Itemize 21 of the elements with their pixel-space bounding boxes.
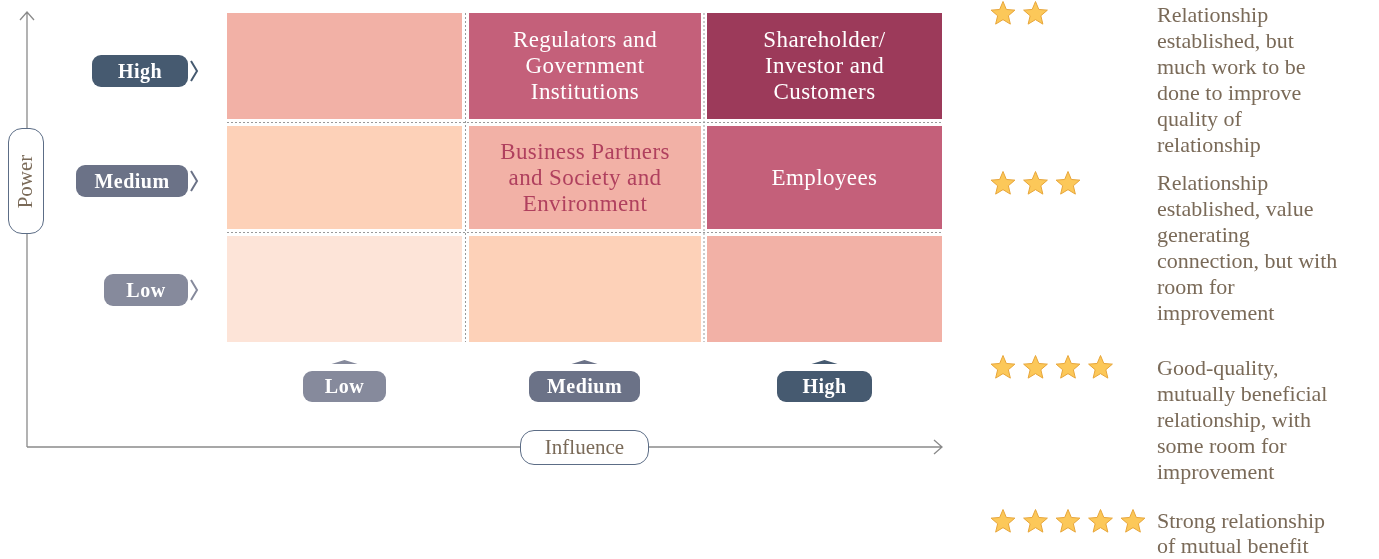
rating-description: Good-quality, mutually beneficial relationship, with some room for improvement (1157, 355, 1329, 485)
matrix-cell: Shareholder/ Investor and Customers (707, 13, 942, 119)
axis-label: Power (8, 128, 44, 234)
level-tab: Medium (529, 371, 640, 402)
matrix-cell (227, 126, 462, 229)
matrix-cell: Business Partners and Society and Environment (469, 126, 701, 229)
matrix-cell (227, 236, 462, 342)
level-tab: High (777, 371, 872, 402)
matrix-cell (469, 236, 701, 342)
level-tab: High (92, 55, 188, 87)
matrix-cell: Employees (707, 126, 942, 229)
level-tab: Low (303, 371, 386, 402)
matrix-cell: Regulators and Government Institutions (469, 13, 701, 119)
axis-label: Influence (520, 430, 649, 465)
rating-description: Relationship established, but much work to be done to improve quality of relationship (1157, 2, 1307, 158)
rating-description: Relationship established, value generating connection, but with room for improvement (1157, 170, 1339, 326)
matrix-cell (227, 13, 462, 119)
matrix-cell (707, 236, 942, 342)
level-tab: Medium (76, 165, 188, 197)
level-tab: Low (104, 274, 188, 306)
rating-description: Strong relationship of mutual benefit (1157, 508, 1327, 558)
